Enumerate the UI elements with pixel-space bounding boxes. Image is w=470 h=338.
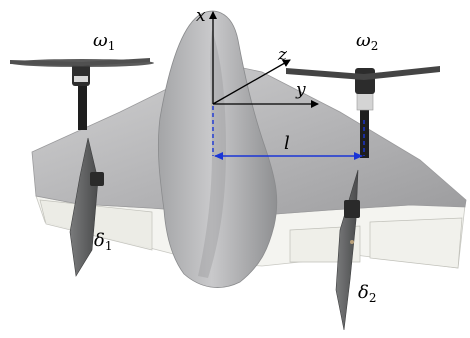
delta2-symbol: δ [358,282,369,303]
length-dimension [212,106,365,160]
left-motor-collar [74,76,88,82]
omega2-subscript: 2 [371,39,379,53]
left-rotor-blade-tip [10,58,150,66]
left-motor-housing [72,64,90,86]
delta1-symbol: δ [94,230,105,251]
omega1-label: ω1 [93,30,115,53]
delta1-subscript: 1 [105,239,113,253]
omega2-label: ω2 [356,30,378,53]
x-axis-label: x [196,6,206,26]
diagram-labels: x z y l ω1 ω2 δ1 δ2 [93,6,378,305]
left-elevon-edge [39,199,153,251]
right-motor-assembly [286,66,440,158]
delta2-label: δ2 [358,282,376,305]
omega1-subscript: 1 [108,39,116,53]
fuselage-shadow [198,30,226,278]
right-flap-hinge [344,200,360,218]
z-axis-arrow [212,59,291,105]
right-tip-panel [369,217,463,269]
delta1-label: δ1 [94,230,112,253]
omega1-symbol: ω [93,30,108,51]
right-rotor-blade [286,66,440,80]
right-motor-mast [360,108,369,158]
length-label: l [284,133,290,154]
left-control-surface [69,137,104,277]
omega2-symbol: ω [356,30,371,51]
left-motor-mast [78,84,87,130]
fuselage [157,10,278,288]
delta2-subscript: 2 [369,291,377,305]
left-motor-assembly [10,58,154,130]
z-axis-label: z [277,45,288,65]
right-motor-housing [355,68,375,94]
right-motor-collar [356,91,374,111]
y-axis-label: y [295,80,306,100]
right-control-surface [335,169,360,331]
left-flap-hinge [90,172,104,186]
right-flap-pin [350,240,354,244]
coordinate-frame [209,11,319,108]
